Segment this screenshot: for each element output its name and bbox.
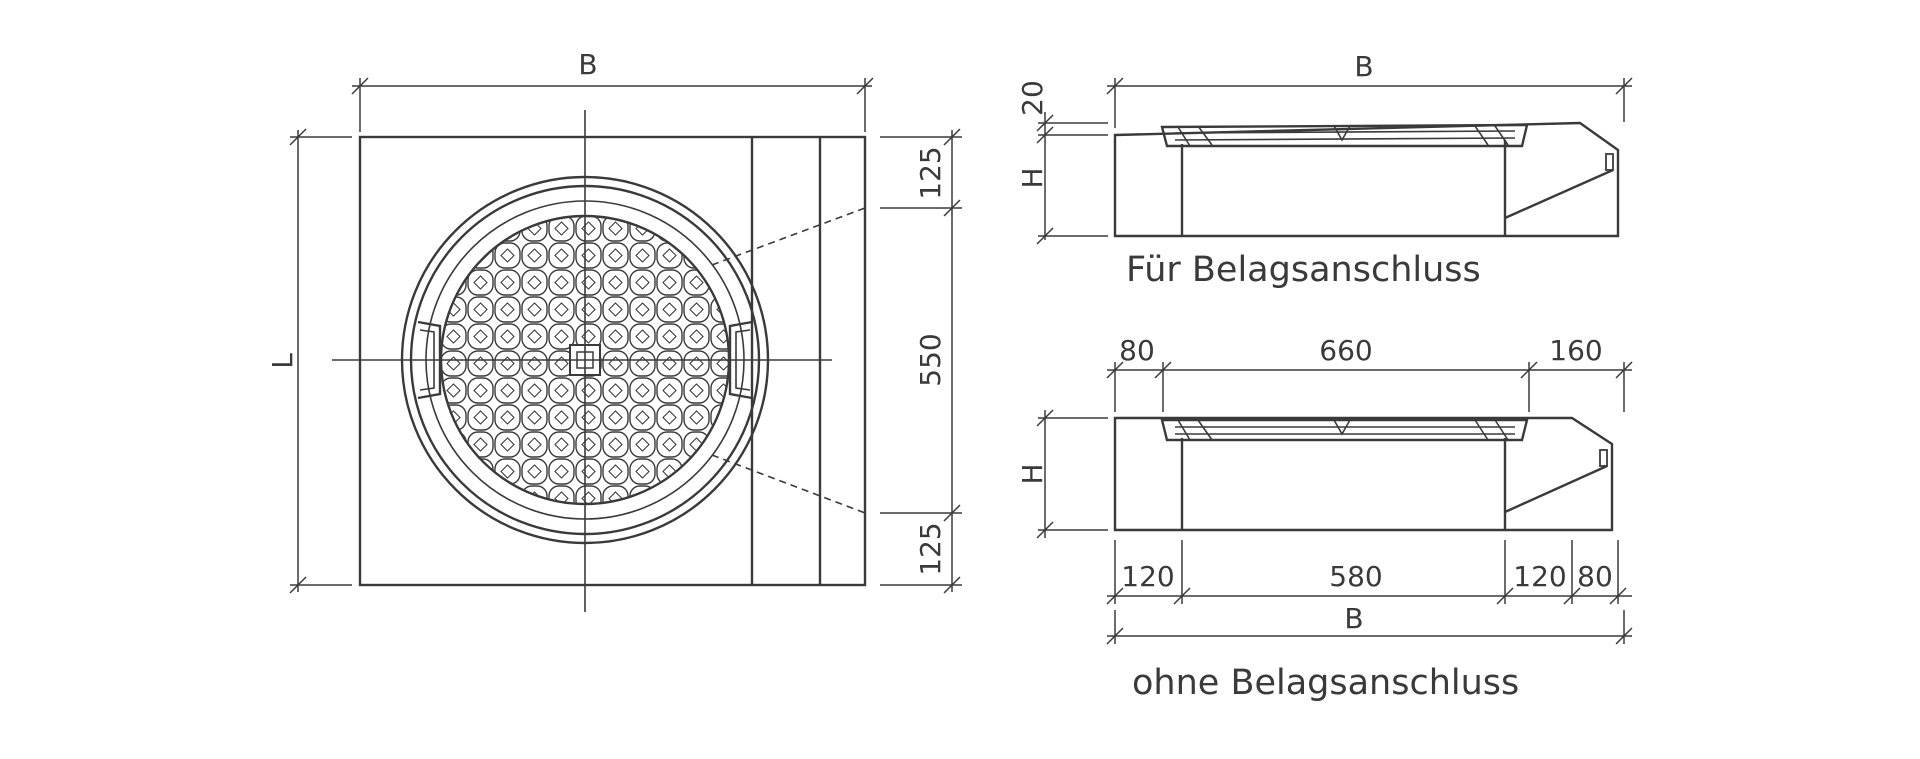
bottom-dim-upper-middle: 660: [1319, 334, 1372, 367]
frame-outline: [358, 135, 867, 587]
plan-dim-middle: 550: [914, 333, 947, 386]
cover-cross-section: [1160, 418, 1529, 442]
top-thickness-label: 20: [1016, 80, 1049, 116]
top-width-label: B: [1354, 50, 1373, 83]
section-with-paving: B 20 H Für Belagsanschluss: [1016, 50, 1633, 290]
projection-line-bottom: [711, 454, 866, 514]
bottom-dim-lower-4: 80: [1577, 560, 1613, 593]
bottom-dim-upper-right: 160: [1549, 334, 1602, 367]
plan-dim-bottom: 125: [914, 522, 947, 575]
plan-view: B L 125 550 125: [266, 48, 962, 612]
bottom-dim-upper-left: 80: [1119, 334, 1155, 367]
plan-width-label: B: [578, 48, 597, 81]
bottom-dim-lower-3: 120: [1513, 560, 1566, 593]
section-without-paving: 80 660 160 H 120 580 120 80 B ohne Belag…: [1016, 334, 1633, 703]
projection-line-top: [711, 207, 866, 266]
dimension-chain-plan-right: 125 550 125: [880, 128, 962, 594]
section-body: [1113, 416, 1614, 532]
top-height-label: H: [1016, 167, 1049, 188]
plan-dim-top: 125: [914, 146, 947, 199]
bottom-width-label: B: [1344, 602, 1363, 635]
bottom-height-label: H: [1016, 463, 1049, 484]
caption-without-paving: ohne Belagsanschluss: [1132, 663, 1519, 703]
caption-with-paving: Für Belagsanschluss: [1126, 250, 1481, 290]
dimension-length-plan: L: [266, 128, 352, 594]
dimension-width-plan: B: [351, 48, 874, 132]
bottom-dim-lower-2: 580: [1329, 560, 1382, 593]
bottom-dim-lower-1: 120: [1121, 560, 1174, 593]
plan-length-label: L: [266, 353, 299, 369]
cover-cross-section: [1160, 123, 1529, 148]
